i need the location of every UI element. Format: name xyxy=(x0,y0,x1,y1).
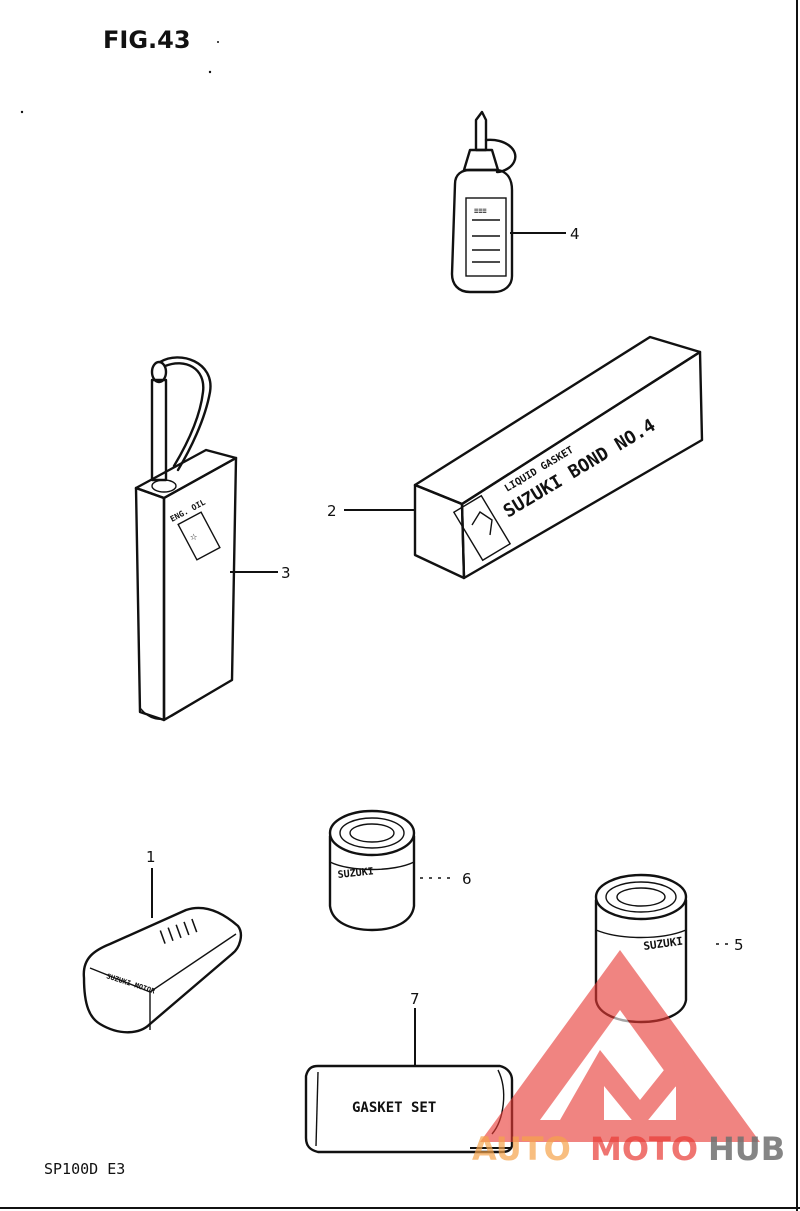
part-ref-6: 6 xyxy=(462,870,472,888)
part-ref-5: 5 xyxy=(734,936,744,954)
part-ref-2: 2 xyxy=(327,502,337,520)
part-ref-4: 4 xyxy=(570,225,580,243)
part-3-tall-can: ☆ ENG. OIL xyxy=(134,356,238,722)
bond-label-line2: SUZUKI BOND NO.4 xyxy=(500,415,660,522)
svg-text:☆: ☆ xyxy=(190,529,197,543)
part-ref-3: 3 xyxy=(281,564,291,582)
svg-text:≡≡≡: ≡≡≡ xyxy=(474,207,487,215)
watermark-moto-text: MOTO xyxy=(590,1130,698,1168)
gasket-set-label: GASKET SET xyxy=(352,1100,436,1116)
svg-text:SUZUKI: SUZUKI xyxy=(643,935,684,953)
part-4-bottle: ≡≡≡ xyxy=(450,110,517,294)
watermark-m-shape xyxy=(560,1050,700,1130)
svg-text:SUZUKI MOTOR: SUZUKI MOTOR xyxy=(105,972,156,995)
part-6-small-can: SUZUKI xyxy=(328,809,416,932)
svg-text:SUZUKI: SUZUKI xyxy=(337,866,374,881)
figure-title: FIG.43 xyxy=(103,26,191,54)
watermark-wordmark: AUTO MOTO HUB xyxy=(472,1130,785,1168)
part-ref-1: 1 xyxy=(146,848,156,866)
part-2-bond-box: LIQUID GASKET SUZUKI BOND NO.4 xyxy=(413,335,704,580)
part-ref-7: 7 xyxy=(410,990,420,1008)
part-1-pouch: ||||| SUZUKI MOTOR xyxy=(82,906,243,1034)
model-code: SP100D E3 xyxy=(44,1160,125,1178)
watermark-hub-text: HUB xyxy=(708,1130,785,1168)
part-7-gasket-envelope: GASKET SET xyxy=(304,1064,514,1154)
automotohub-watermark xyxy=(480,950,760,1142)
watermark-auto-text: AUTO xyxy=(472,1130,571,1168)
